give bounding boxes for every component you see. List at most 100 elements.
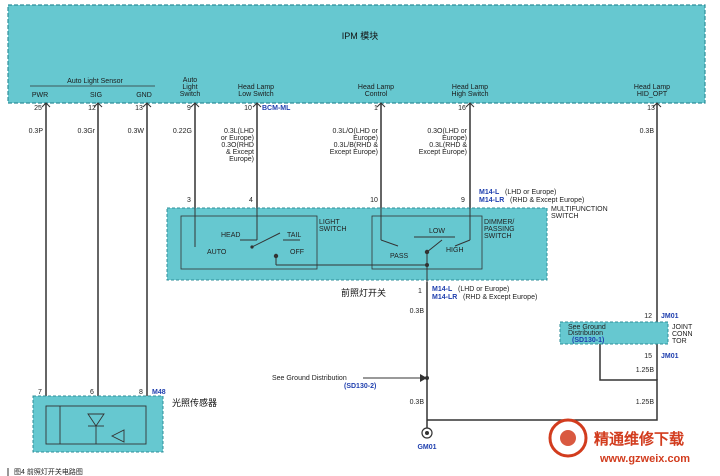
tail-position: TAIL — [287, 232, 301, 239]
ground-symbol-ring — [421, 427, 433, 439]
wire-label-low-3: 0.3O(RHD — [221, 142, 254, 149]
joint-connector-box — [559, 321, 669, 345]
pin-13-hid: 13 — [647, 105, 655, 112]
watermark-cn: 精通维修下载 — [594, 430, 684, 448]
wire-label-low-2: or Europe) — [221, 135, 254, 142]
wire-label-hid: 0.3B — [640, 128, 655, 135]
joint-title-3: TOR — [672, 338, 687, 345]
sensor-box — [32, 395, 164, 453]
joint-title-1: JOINT — [672, 324, 693, 331]
joint-wire-label-2: 1.25B — [636, 399, 655, 406]
wire-label-ctrl-4: Except Europe) — [330, 149, 378, 156]
auto-light-switch-label-2: Light — [182, 84, 197, 91]
wire-label-low-4: & Except — [226, 149, 254, 156]
pin-10: 10 — [244, 105, 252, 112]
wire-label-gnd: 0.3W — [128, 128, 145, 135]
watermark-url: www.gzweix.com — [599, 453, 690, 465]
gnd-label: GND — [136, 92, 152, 99]
joint-see-ground-2: Distribution — [568, 330, 603, 337]
ipm-module-box — [7, 4, 706, 104]
wire-label-low-5: Europe) — [229, 156, 254, 163]
multifunction-label-2: SWITCH — [551, 213, 579, 220]
m14-lr-top-note: (RHD & Except Europe) — [510, 197, 584, 204]
pin-16: 16 — [458, 105, 466, 112]
low-switch-label-2: Low Switch — [238, 91, 274, 98]
tick-pwr — [41, 102, 51, 108]
wire-label-pwr: 0.3P — [29, 128, 44, 135]
ground-distribution-text: See Ground Distribution — [272, 375, 347, 382]
jm01-bottom: JM01 — [661, 353, 679, 360]
bcm-ml-label: BCM-ML — [262, 105, 291, 112]
wire-label-sig: 0.3Gr — [77, 128, 95, 135]
hid-label-2: HID_OPT — [637, 91, 668, 98]
wire-label-ctrl-2: Europe) — [353, 135, 378, 142]
watermark-logo: 精通维修下载 www.gzweix.com — [548, 418, 690, 465]
tick-ctrl — [376, 102, 386, 108]
m14-l-bottom-note: (LHD or Europe) — [458, 286, 509, 293]
joint-ref: (SD130-1) — [572, 337, 604, 344]
control-label-2: Control — [365, 91, 388, 98]
joint-wire-label-1: 1.25B — [636, 367, 655, 374]
sig-label: SIG — [90, 92, 102, 99]
joint-see-ground-1: See Ground — [568, 324, 606, 331]
pass-position: PASS — [390, 253, 408, 260]
auto-light-switch-label-3: Switch — [180, 91, 201, 98]
dimmer-pass-contact — [380, 239, 399, 247]
switch-pin-3: 3 — [187, 197, 191, 204]
ground-distribution-arrowhead — [420, 374, 427, 382]
high-switch-label-1: Head Lamp — [452, 84, 488, 91]
sensor-photodiode — [110, 429, 125, 443]
m14-l-top-note: (LHD or Europe) — [505, 189, 556, 196]
switch-pin-4: 4 — [249, 197, 253, 204]
tick-hid — [652, 102, 662, 108]
ground-junction — [425, 376, 429, 380]
switch-pin-10: 10 — [370, 197, 378, 204]
pin-13-gnd: 13 — [135, 105, 143, 112]
sensor-connector-m48: M48 — [152, 389, 166, 396]
m14-lr-bottom: M14-LR — [432, 294, 457, 301]
wire-label-high-2: Europe) — [442, 135, 467, 142]
wire-label-auto: 0.22G — [173, 128, 192, 135]
sensor-pin-7: 7 — [38, 389, 42, 396]
switch-pin-1: 1 — [418, 288, 422, 295]
wire-label-high-1: 0.3O(LHD or — [427, 128, 467, 135]
wire-label-ctrl-1: 0.3L/O(LHD or — [332, 128, 378, 135]
auto-light-switch-label-1: Auto — [183, 77, 198, 84]
pin-9: 9 — [187, 105, 191, 112]
ipm-module-title: IPM 模块 — [342, 30, 379, 41]
light-switch-label-2: SWITCH — [319, 226, 347, 233]
switch-bus-junction — [425, 263, 429, 267]
multifunction-label-1: MULTIFUNCTION — [551, 206, 608, 213]
sensor-pin-6: 6 — [90, 389, 94, 396]
ground-symbol-dot — [425, 431, 429, 435]
pin-25: 25 — [34, 105, 42, 112]
dimmer-label-1: DIMMER/ — [484, 219, 514, 226]
high-switch-label-2: High Switch — [452, 91, 489, 98]
dimmer-pivot — [424, 249, 430, 255]
pin-1: 1 — [374, 105, 378, 112]
sensor-name-cn: 光照传感器 — [172, 397, 217, 408]
watermark-logo-ring — [548, 418, 588, 458]
light-switch-contact-a — [250, 245, 254, 249]
low-switch-label-1: Head Lamp — [238, 84, 274, 91]
off-position: OFF — [290, 249, 304, 256]
low-position: LOW — [429, 228, 445, 235]
wire-label-ctrl-3: 0.3L/B(RHD & — [334, 142, 379, 149]
hid-label-1: Head Lamp — [634, 84, 670, 91]
tick-high — [465, 102, 475, 108]
light-switch-box — [180, 215, 318, 270]
tick-auto — [190, 102, 200, 108]
light-switch-label-1: LIGHT — [319, 219, 340, 226]
m14-lr-top: M14-LR — [479, 197, 504, 204]
ground-distribution-ref: (SD130-2) — [344, 383, 376, 390]
pin-12: 12 — [88, 105, 96, 112]
joint-pin-15: 15 — [644, 353, 652, 360]
head-position: HEAD — [221, 232, 240, 239]
dimmer-label-2: PASSING — [484, 226, 515, 233]
auto-light-sensor-label: Auto Light Sensor — [67, 78, 123, 85]
dimmer-high-contact — [454, 239, 471, 247]
wire-label-low-1: 0.3L(LHD — [224, 128, 254, 135]
joint-title-2: CONN — [672, 331, 693, 338]
tick-gnd — [142, 102, 152, 108]
